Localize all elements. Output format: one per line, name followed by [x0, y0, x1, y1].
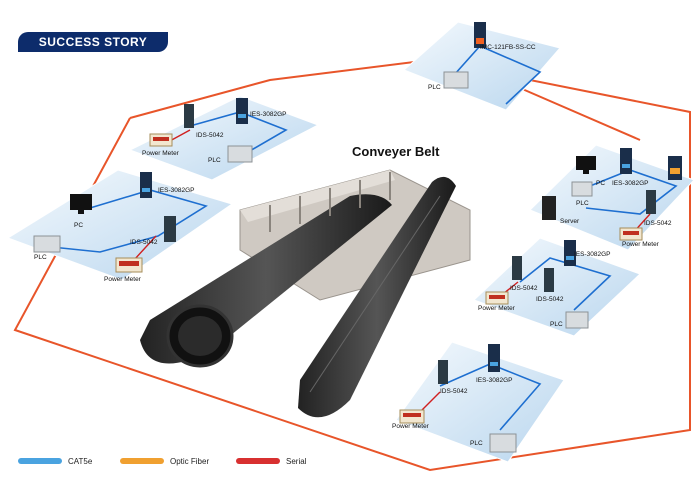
label-ml-plc: PLC: [34, 254, 47, 261]
label-ml-pc: PC: [74, 222, 84, 229]
legend-serial: Serial: [236, 454, 306, 468]
label-rt-ids: IDS-5042: [644, 220, 672, 227]
legend-optic-fiber: Optic Fiber: [120, 454, 209, 468]
power-meter-icons: [115, 133, 643, 424]
zone-panel-upper-left: [128, 95, 320, 181]
label-rm-ids2: IDS-5042: [536, 296, 564, 303]
zone-panel-top: [403, 21, 561, 111]
label-rt-power-meter: Power Meter: [622, 241, 659, 248]
label-top-plc: PLC: [428, 84, 441, 91]
label-ml-power-meter: Power Meter: [104, 276, 141, 283]
conveyor-belt: [140, 169, 471, 418]
label-rm-power-meter: Power Meter: [478, 305, 515, 312]
pc-icons: [70, 156, 596, 220]
legend-fiber-label: Optic Fiber: [170, 456, 210, 466]
success-story-banner: SUCCESS STORY: [18, 32, 168, 52]
legend-serial-swatch: [236, 458, 280, 464]
label-ul-ids: IDS-5042: [196, 132, 224, 139]
label-ml-switch: IES-3082GP: [158, 187, 195, 194]
plc-icons: [33, 71, 593, 453]
label-rt-plc: PLC: [576, 200, 589, 207]
legend-fiber-swatch: [120, 458, 164, 464]
label-ul-switch: IES-3082GP: [250, 111, 287, 118]
label-rt-switch: IES-3082GP: [612, 180, 649, 187]
legend-cat5e: CAT5e: [18, 454, 92, 468]
label-rm-ids1: IDS-5042: [510, 285, 538, 292]
label-rm-plc: PLC: [550, 321, 563, 328]
fiber-link-right: [519, 87, 641, 141]
label-rb-ids: IDS-5042: [440, 388, 468, 395]
cat5e-links: [41, 45, 678, 431]
label-rt-server: Server: [560, 218, 580, 225]
label-ml-ids: IDS-5042: [130, 239, 158, 246]
label-rb-switch: IES-3082GP: [476, 377, 513, 384]
label-ul-power-meter: Power Meter: [142, 150, 179, 157]
zone-panel-right-top: [529, 144, 695, 251]
label-rb-power-meter: Power Meter: [392, 423, 429, 430]
fiber-ring: [13, 58, 691, 472]
label-rt-pc: PC: [596, 180, 606, 187]
legend-cat5e-label: CAT5e: [68, 456, 93, 466]
label-rm-switch: IES-3082GP: [574, 251, 611, 258]
legend-serial-label: Serial: [286, 456, 307, 466]
diagram-title: Conveyer Belt: [352, 144, 440, 159]
label-ul-plc: PLC: [208, 157, 221, 164]
switch-icons: [140, 22, 682, 384]
label-imc-switch: IMC-121FB-SS-CC: [480, 44, 536, 51]
legend-cat5e-swatch: [18, 458, 62, 464]
label-rb-plc: PLC: [470, 440, 483, 447]
